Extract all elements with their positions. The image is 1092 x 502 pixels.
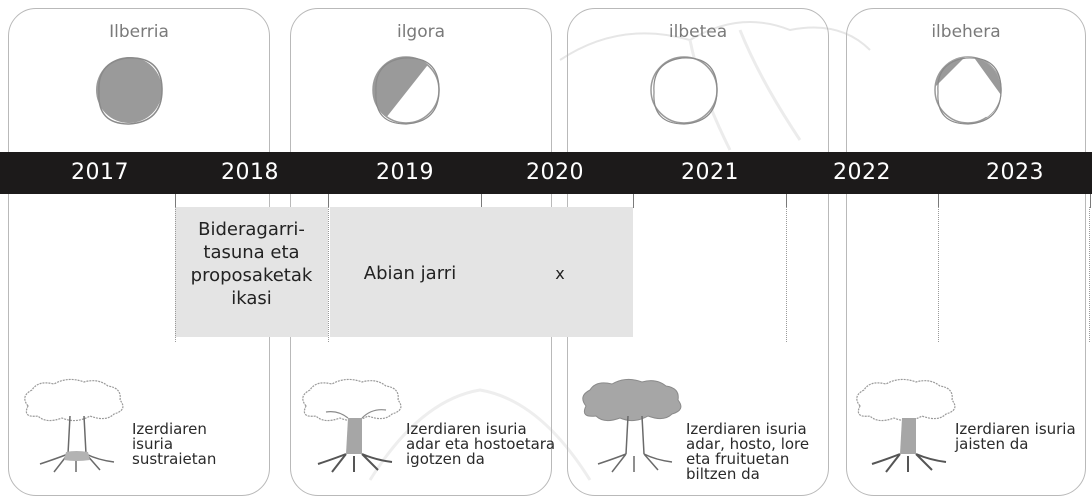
year-tick: [633, 194, 634, 208]
divider-line: [1089, 207, 1090, 342]
year-tick: [1090, 194, 1091, 208]
year-tick: [175, 194, 176, 208]
timeline-bar: [0, 152, 1092, 194]
task-label-x: x: [555, 264, 565, 283]
phase-label-waning-moon: ilbehera: [931, 22, 1001, 42]
year-2018: 2018: [221, 160, 279, 185]
waning-moon-icon: [934, 56, 1002, 125]
tree-trunk-icon: [302, 378, 402, 473]
sap-stage-text-trunk: Izerdiaren isuria adar eta hostoetara ig…: [406, 420, 556, 468]
year-2023: 2023: [986, 160, 1044, 185]
sap-stage-text-roots: Izerdiaren isuria sustraietan: [132, 420, 217, 468]
year-2021: 2021: [681, 160, 739, 185]
year-tick: [481, 194, 482, 208]
task-block-implement: [330, 207, 633, 337]
task-label-implement: Abian jarri: [363, 263, 457, 284]
task-label-study: Bideragarri- tasuna eta proposaketak ika…: [190, 219, 313, 309]
phase-label-waxing-moon: ilgora: [396, 22, 446, 42]
background-tree-illustration-lower: [368, 388, 592, 481]
sap-stage-text-descending: Izerdiaren isuria jaisten da: [955, 420, 1076, 453]
new-moon-icon: [96, 57, 163, 125]
divider-line: [938, 207, 939, 342]
task-block-study: [175, 207, 328, 337]
tree-crown-icon: [582, 378, 682, 473]
year-2019: 2019: [376, 160, 434, 185]
year-tick: [328, 194, 329, 208]
divider-line: [175, 207, 176, 342]
year-2017: 2017: [71, 160, 129, 185]
year-2020: 2020: [526, 160, 584, 185]
divider-line: [328, 207, 329, 342]
tree-descending-icon: [856, 378, 956, 473]
waxing-moon-icon: [372, 56, 440, 125]
phase-label-new-moon: Ilberria: [109, 22, 169, 42]
year-2022: 2022: [833, 160, 891, 185]
year-tick: [938, 194, 939, 208]
full-moon-icon: [650, 56, 718, 125]
sap-stage-text-crown: Izerdiaren isuria adar, hosto, lore eta …: [686, 420, 810, 483]
phase-label-full-moon: ilbetea: [668, 22, 728, 42]
year-tick: [786, 194, 787, 208]
phase-card-waning-moon: [846, 8, 1086, 496]
divider-line: [786, 207, 787, 342]
tree-roots-icon: [24, 378, 124, 473]
